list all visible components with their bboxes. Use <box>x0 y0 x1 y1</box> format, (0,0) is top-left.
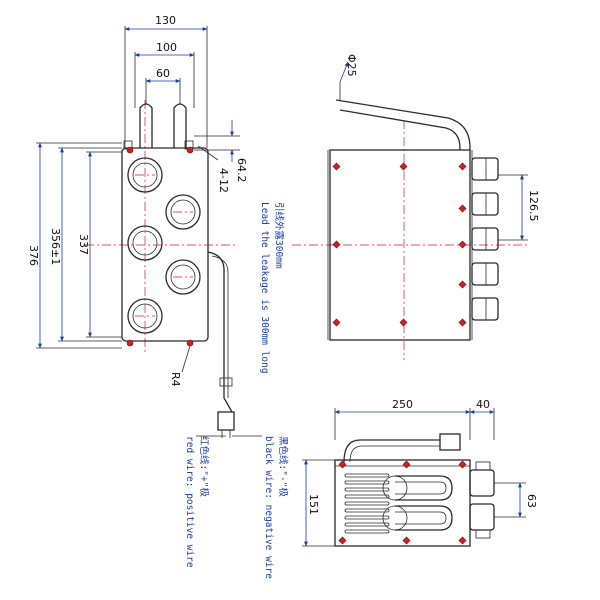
side-inlet-tube <box>339 109 461 150</box>
red-wire-cn: 红色线:"+"极 <box>198 436 210 497</box>
red-wire-en: red wire: positive wire <box>184 436 195 568</box>
inlet-tube-right <box>173 103 187 148</box>
front-view: 130 100 60 376 356±1 337 64.2 4-12 <box>27 14 248 438</box>
black-wire-en: black wire: negative wire <box>263 436 274 579</box>
bottom-wire-connector <box>439 433 461 451</box>
side-view: Φ25 <box>292 54 540 360</box>
dim-phi25: Φ25 <box>345 54 358 77</box>
dim-337: 337 <box>77 234 90 255</box>
side-ports <box>471 157 499 321</box>
dim-151: 151 <box>307 494 320 515</box>
dim-130: 130 <box>155 14 176 27</box>
lead-wire <box>207 251 233 413</box>
dim-40: 40 <box>476 398 490 411</box>
vent-slots <box>344 473 390 534</box>
dim-376: 376 <box>27 245 40 266</box>
wire-notes: 黑色线:"-"极 black wire: negative wire 红色线:"… <box>184 435 289 579</box>
front-ports <box>127 157 201 334</box>
dim-r4: R4 <box>169 372 182 387</box>
black-wire-cn: 黑色线:"-"极 <box>277 436 289 497</box>
dim-60: 60 <box>156 67 170 80</box>
dim-64-2: 64.2 <box>235 158 248 183</box>
bottom-body <box>334 459 471 547</box>
inlet-tube-left <box>139 103 153 148</box>
dim-100: 100 <box>156 41 177 54</box>
lead-length-note: 引线外露300mm Lead the leakage is 300mm long <box>259 202 285 374</box>
lead-note-cn: 引线外露300mm <box>273 202 285 269</box>
wire-connector <box>217 411 235 438</box>
lead-note-en: Lead the leakage is 300mm long <box>259 202 270 374</box>
dim-126-5: 126.5 <box>527 190 540 222</box>
dim-356: 356±1 <box>49 228 62 265</box>
dim-4-12: 4-12 <box>217 168 230 193</box>
bottom-outlets <box>469 461 495 539</box>
side-body <box>329 149 471 341</box>
dim-250: 250 <box>392 398 413 411</box>
front-body <box>121 147 209 342</box>
bottom-wire <box>343 439 440 463</box>
dim-63: 63 <box>525 494 538 508</box>
bottom-view: 250 40 <box>302 398 538 547</box>
front-mount-holes <box>126 146 194 347</box>
side-mount-holes <box>332 162 467 327</box>
inner-tube-upper <box>395 475 453 501</box>
inner-tube-lower <box>395 505 453 531</box>
bottom-mount-holes <box>338 460 467 545</box>
